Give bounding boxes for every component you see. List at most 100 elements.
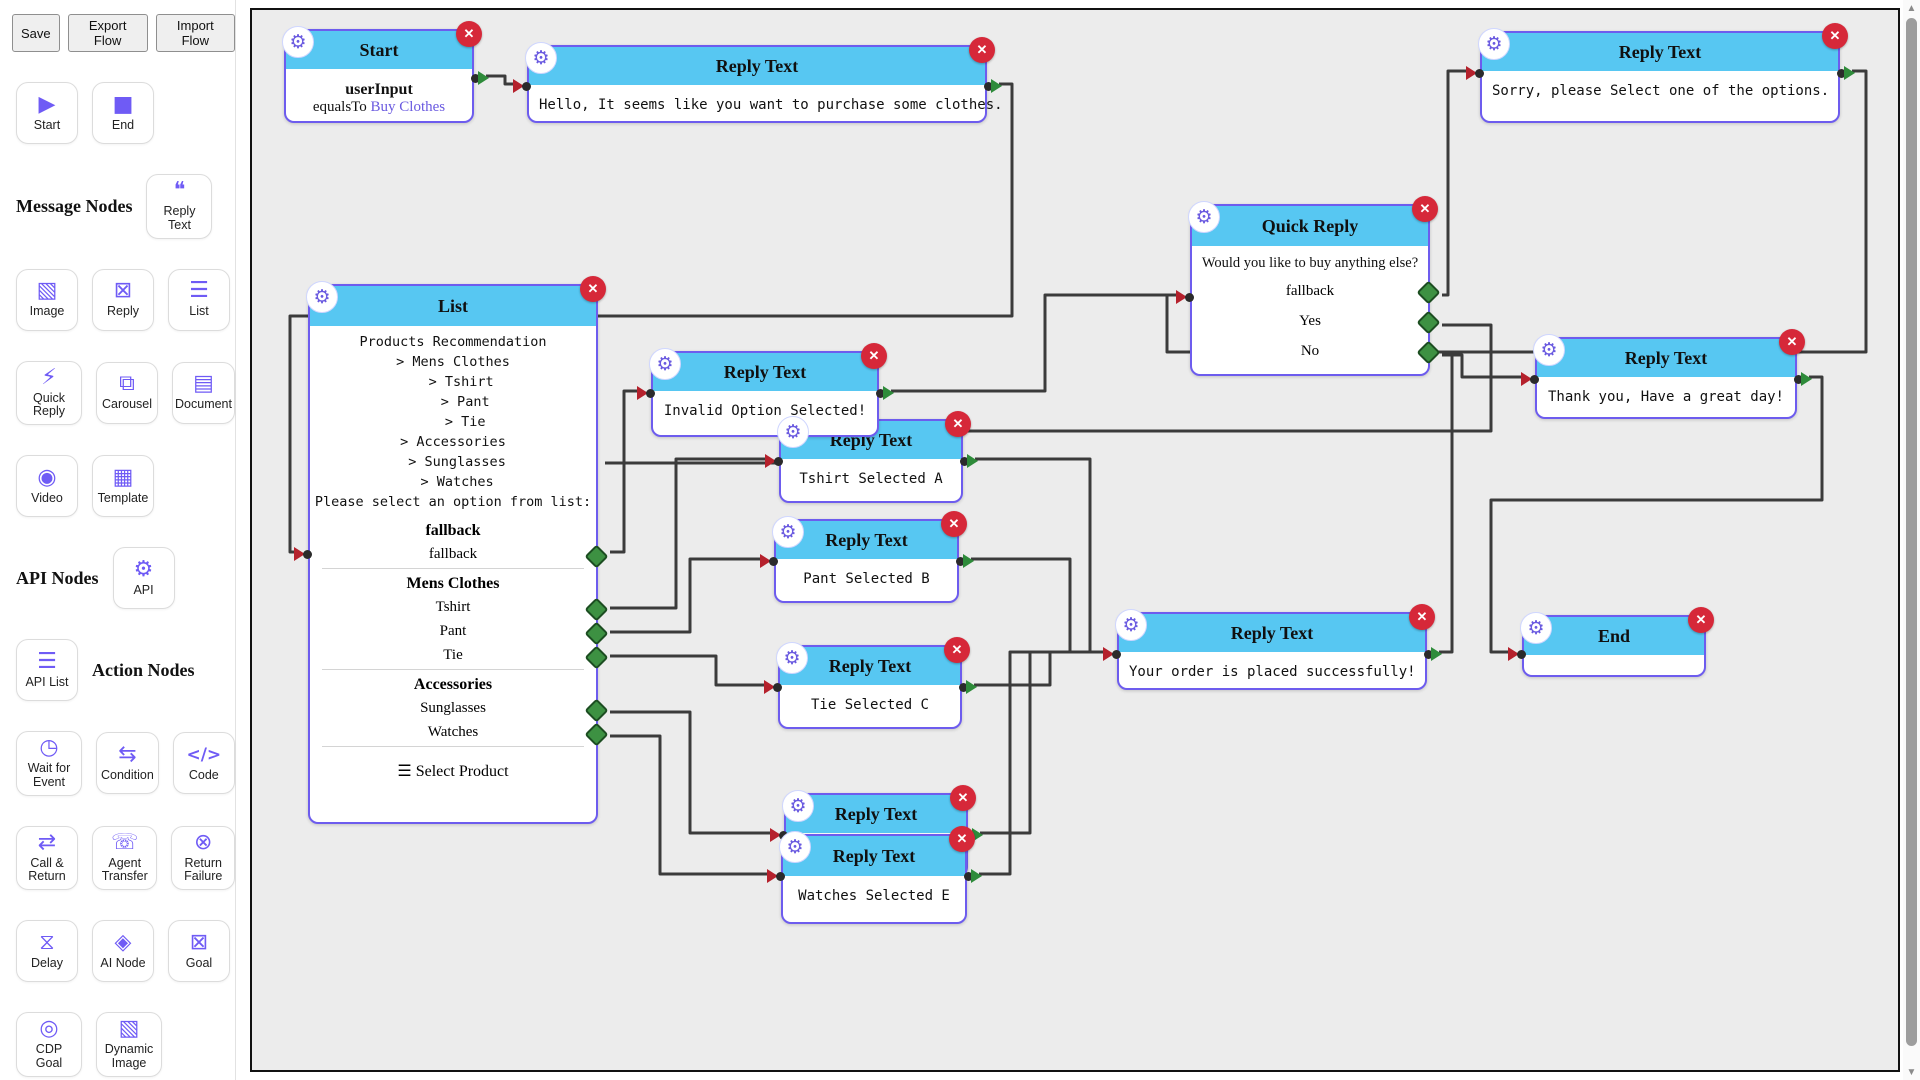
node-close-icon[interactable]: ✕ (1409, 604, 1435, 630)
handle-dot (522, 81, 531, 91)
palette-node-goal[interactable]: ⊠Goal (168, 920, 230, 982)
output-handle[interactable] (471, 71, 489, 85)
import-flow-button[interactable]: Import Flow (155, 14, 235, 52)
node-close-icon[interactable]: ✕ (944, 637, 970, 663)
node-close-icon[interactable]: ✕ (1412, 196, 1438, 222)
output-handle[interactable] (964, 869, 982, 883)
output-handle[interactable] (960, 454, 978, 468)
palette-node-video[interactable]: ◉Video (16, 455, 78, 517)
node-close-icon[interactable]: ✕ (945, 411, 971, 437)
input-handle[interactable] (294, 547, 312, 561)
node-settings-gear-icon[interactable]: ⚙ (282, 26, 314, 58)
palette-node-document[interactable]: ▤Document (172, 361, 235, 424)
palette-node-wait-for-event[interactable]: ◷Wait for Event (16, 731, 82, 796)
output-handle[interactable] (1837, 66, 1855, 80)
node-header: Start (286, 31, 472, 69)
node-settings-gear-icon[interactable]: ⚙ (1188, 201, 1220, 233)
output-handle[interactable] (959, 680, 977, 694)
scroll-down-icon[interactable]: ▼ (1906, 1066, 1917, 1078)
scroll-up-icon[interactable]: ▲ (1906, 2, 1917, 14)
palette-node-call-return[interactable]: ⇄Call & Return (16, 825, 78, 890)
node-settings-gear-icon[interactable]: ⚙ (772, 516, 804, 548)
node-close-icon[interactable]: ✕ (1822, 23, 1848, 49)
input-handle[interactable] (1508, 647, 1526, 661)
edge-e-order (979, 650, 1103, 876)
palette-node-reply[interactable]: ⊠Reply (92, 268, 154, 331)
node-close-icon[interactable]: ✕ (950, 785, 976, 811)
input-handle[interactable] (1466, 66, 1484, 80)
palette-node-ai-node[interactable]: ◈AI Node (92, 920, 154, 982)
node-settings-gear-icon[interactable]: ⚙ (782, 790, 814, 822)
palette-node-list[interactable]: ☰List (168, 268, 230, 331)
node-settings-gear-icon[interactable]: ⚙ (779, 831, 811, 863)
node-close-icon[interactable]: ✕ (1688, 607, 1714, 633)
output-handle[interactable] (1794, 372, 1812, 386)
palette-node-image[interactable]: ▧Image (16, 268, 78, 331)
vertical-scrollbar[interactable]: ▲ ▼ (1903, 0, 1920, 1080)
node-settings-gear-icon[interactable]: ⚙ (1478, 28, 1510, 60)
node-settings-gear-icon[interactable]: ⚙ (1115, 609, 1147, 641)
palette-node-return-failure[interactable]: ⊗Return Failure (171, 825, 235, 890)
input-handle[interactable] (1103, 647, 1121, 661)
node-close-icon[interactable]: ✕ (969, 37, 995, 63)
palette-node-cdp-goal[interactable]: ◎CDP Goal (16, 1012, 82, 1077)
palette-node-template[interactable]: ▦Template (92, 455, 154, 517)
node-settings-gear-icon[interactable]: ⚙ (306, 281, 338, 313)
output-handle[interactable] (956, 554, 974, 568)
output-handle[interactable] (876, 386, 894, 400)
output-handle[interactable] (1424, 647, 1442, 661)
node-settings-gear-icon[interactable]: ⚙ (777, 416, 809, 448)
node-close-icon[interactable]: ✕ (861, 343, 887, 369)
palette-node-condition[interactable]: ⇆Condition (96, 732, 159, 795)
palette-node-end[interactable]: ■End (92, 82, 154, 144)
input-handle[interactable] (1176, 290, 1194, 304)
scrollbar-thumb[interactable] (1906, 18, 1917, 1046)
palette-node-api-list[interactable]: ☰API List (16, 639, 78, 701)
palette-node-api[interactable]: ⚙API (112, 547, 175, 609)
palette-node-agent-transfer[interactable]: ☏Agent Transfer (92, 825, 158, 890)
save-button[interactable]: Save (12, 14, 60, 52)
input-handle[interactable] (764, 680, 782, 694)
palette-node-delay[interactable]: ⧖Delay (16, 920, 78, 982)
input-handle[interactable] (760, 554, 778, 568)
palette-node-reply-text[interactable]: ❝Reply Text (146, 174, 213, 239)
node-settings-gear-icon[interactable]: ⚙ (1533, 334, 1565, 366)
node-settings-gear-icon[interactable]: ⚙ (525, 42, 557, 74)
node-close-icon[interactable]: ✕ (1779, 329, 1805, 355)
node-close-icon[interactable]: ✕ (580, 276, 606, 302)
palette-node-dynamic-image[interactable]: ▧Dynamic Image (96, 1012, 162, 1077)
node-settings-gear-icon[interactable]: ⚙ (776, 642, 808, 674)
palette-node-quick-reply[interactable]: ⚡Quick Reply (16, 360, 82, 425)
input-handle[interactable] (513, 79, 531, 93)
input-handle[interactable] (767, 869, 785, 883)
export-flow-button[interactable]: Export Flow (67, 14, 148, 52)
node-close-icon[interactable]: ✕ (456, 21, 482, 47)
node-close-icon[interactable]: ✕ (949, 826, 975, 852)
node-settings-gear-icon[interactable]: ⚙ (649, 348, 681, 380)
palette-node-code[interactable]: </>Code (172, 732, 235, 795)
input-handle[interactable] (637, 386, 655, 400)
palette-node-carousel[interactable]: ⧉Carousel (96, 361, 158, 424)
palette-node-label: Agent Transfer (101, 855, 148, 884)
input-handle[interactable] (1521, 372, 1539, 386)
node-close-icon[interactable]: ✕ (941, 511, 967, 537)
flow-node-end-node[interactable]: ⚙✕End (1508, 607, 1714, 677)
node-settings-gear-icon[interactable]: ⚙ (1520, 612, 1552, 644)
node-body-text: Thank you, Have a great day! (1547, 389, 1784, 405)
output-handle[interactable] (984, 79, 1002, 93)
input-handle[interactable] (765, 454, 783, 468)
palette-node-start[interactable]: ▶Start (16, 82, 78, 144)
edge-fallback-invalid (610, 389, 637, 554)
